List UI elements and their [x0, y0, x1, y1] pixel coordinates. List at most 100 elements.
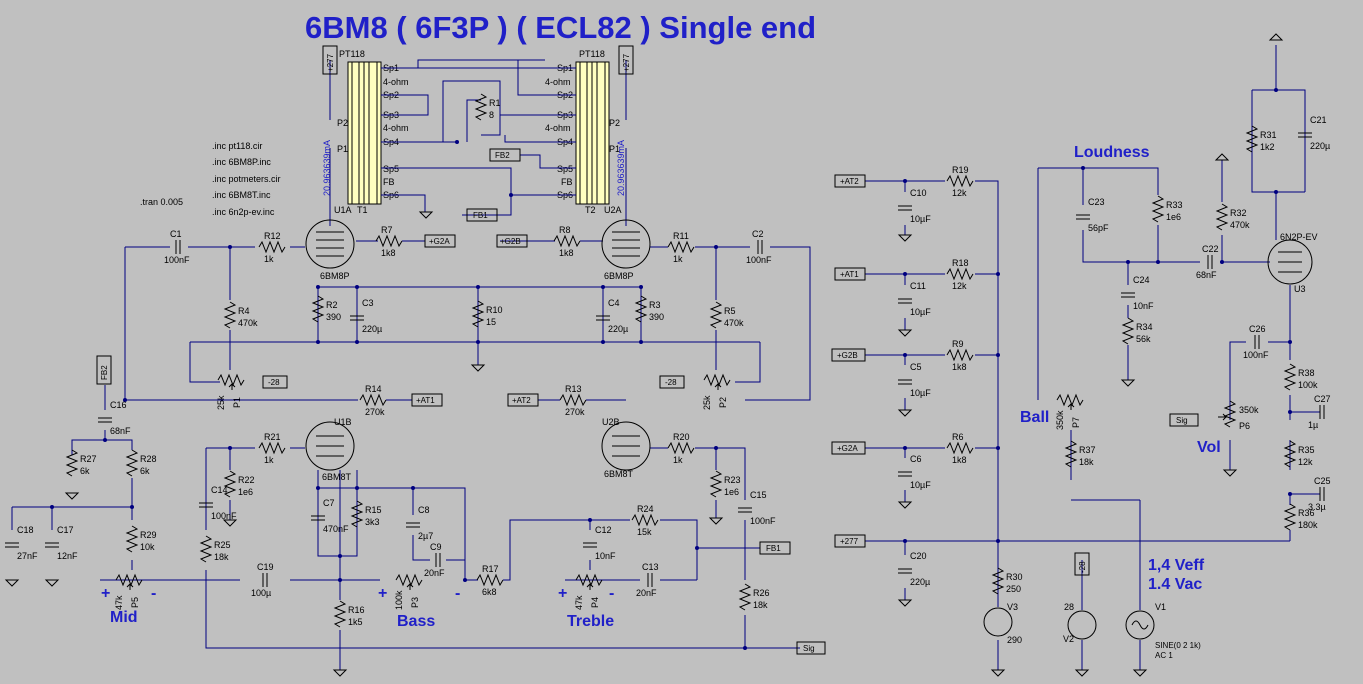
capacitor-c5: C5 10µF: [898, 362, 931, 398]
resistor-r7-ref: R7: [381, 225, 393, 235]
svg-text:V2: V2: [1063, 634, 1074, 644]
capacitor-c14-ref: C14: [211, 485, 228, 495]
flag-p277-right-rail: +277: [834, 534, 866, 548]
resistor-r35-value: 12k: [1298, 457, 1313, 467]
svg-text:+277: +277: [840, 537, 859, 546]
resistor-r4-ref: R4: [238, 306, 250, 316]
capacitor-c4-value: 220µ: [608, 324, 628, 334]
capacitor-c5-value: 10µF: [910, 388, 931, 398]
ground-symbols: [4, 33, 1284, 677]
capacitor-c13-value: 20nF: [636, 588, 657, 598]
t2-p1: P1: [609, 144, 620, 154]
resistor-r36-value: 180k: [1298, 520, 1318, 530]
resistor-r18-ref: R18: [952, 258, 969, 268]
resistor-r19-value: 12k: [952, 188, 967, 198]
resistor-r26-ref: R26: [753, 588, 770, 598]
capacitor-c27-ref: C27: [1314, 394, 1331, 404]
u2a-model: 6BM8P: [604, 271, 634, 281]
capacitor-c7-ref: C7: [323, 498, 335, 508]
transformer-t2: PT118 T2 P2 P1 Sp1 4-ohm Sp2 Sp3 4-ohm S…: [545, 49, 626, 215]
u1a-model: 6BM8P: [320, 271, 350, 281]
u1a-ref: U1A: [334, 205, 352, 215]
svg-text:+AT2: +AT2: [840, 177, 859, 186]
capacitor-c5-ref: C5: [910, 362, 922, 372]
resistor-r32-value: 470k: [1230, 220, 1250, 230]
flag-at2: +AT2: [507, 393, 539, 407]
capacitor-c8-ref: C8: [418, 505, 430, 515]
resistor-r10-ref: R10: [486, 305, 503, 315]
pot-p5-value: 47k: [114, 595, 124, 610]
u1b-ref: U1B: [334, 417, 352, 427]
treble-minus: -: [609, 585, 614, 602]
resistor-r15-ref: R15: [365, 505, 382, 515]
resistor-r9-ref: R9: [952, 339, 964, 349]
t2-ref: T2: [585, 205, 596, 215]
capacitor-c21-value: 220µ: [1310, 141, 1330, 151]
capacitor-c25-ref: C25: [1314, 476, 1331, 486]
capacitor-c18-ref: C18: [17, 525, 34, 535]
resistor-r38-value: 100k: [1298, 380, 1318, 390]
resistor-r28-value: 6k: [140, 466, 150, 476]
resistor-r9-value: 1k8: [952, 362, 967, 372]
resistor-r21-ref: R21: [264, 432, 281, 442]
pot-p7-ref: P7: [1071, 417, 1081, 428]
flag-n28-left: -28: [262, 375, 288, 389]
resistor-r10-value: 15: [486, 317, 496, 327]
directive-inc-6bm8t: .inc 6BM8T.inc: [212, 190, 271, 200]
capacitor-c24-value: 10nF: [1133, 301, 1154, 311]
resistor-r18-value: 12k: [952, 281, 967, 291]
capacitor-c20-ref: C20: [910, 551, 927, 561]
resistor-r36-ref: R36: [1298, 508, 1315, 518]
capacitor-c6-value: 10µF: [910, 480, 931, 490]
svg-text:Sig: Sig: [1176, 416, 1188, 425]
flag-g2b-out: +G2B: [496, 234, 528, 248]
bass-minus: -: [455, 585, 460, 602]
svg-text:+G2A: +G2A: [429, 237, 450, 246]
capacitor-c21-ref: C21: [1310, 115, 1327, 125]
resistor-r31-ref: R31: [1260, 130, 1277, 140]
source-v1: V1 SINE(0 2 1k) AC 1: [1125, 602, 1201, 660]
resistor-r6-ref: R6: [952, 432, 964, 442]
flag-fb1-top: FB1: [466, 208, 498, 222]
svg-text:+G2A: +G2A: [837, 444, 858, 453]
flag-fb1-right: FB1: [759, 541, 791, 555]
flag-fb2-side: FB2: [96, 355, 112, 385]
pot-p1-ref: P1: [232, 397, 242, 408]
label-vol: Vol: [1197, 439, 1221, 456]
resistor-r24-ref: R24: [637, 504, 654, 514]
resistor-r29-value: 10k: [140, 542, 155, 552]
capacitor-c7: C7 470nF: [311, 498, 349, 534]
t1-tap-7: FB: [383, 177, 395, 187]
resistor-r16-ref: R16: [348, 605, 365, 615]
label-veff: 1,4 Veff: [1148, 557, 1205, 574]
svg-text:FB1: FB1: [473, 211, 488, 220]
capacitor-c7-value: 470nF: [323, 524, 349, 534]
capacitor-c2-ref: C2: [752, 229, 764, 239]
capacitor-c17-value: 12nF: [57, 551, 78, 561]
tube-u2b: U2B 6BM8T: [601, 417, 651, 479]
t1-name: PT118: [339, 49, 365, 59]
